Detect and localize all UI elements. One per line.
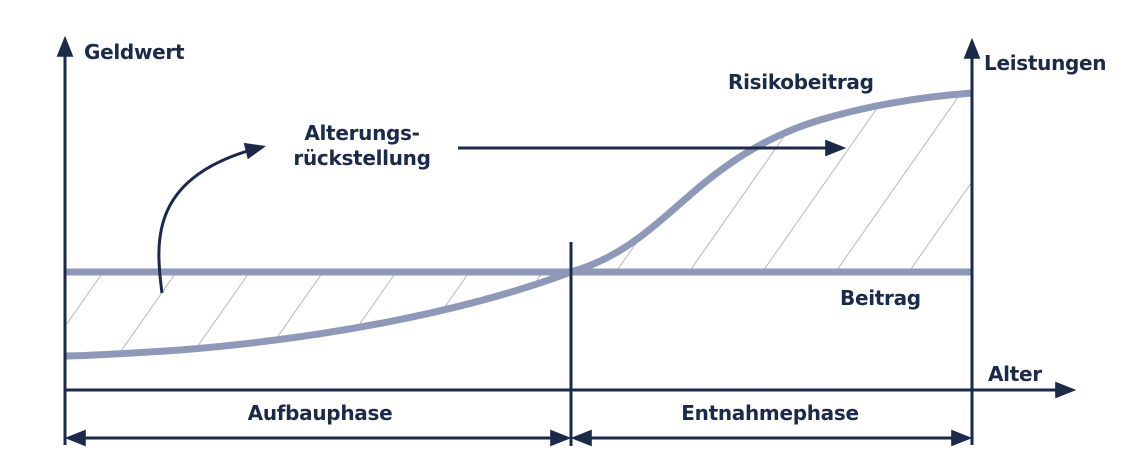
risikobeitrag-curve-lower	[64, 268, 573, 360]
reserve-curved-arrow	[157, 142, 267, 294]
aufbauphase-label: Aufbauphase	[247, 401, 393, 425]
y-axis-right-label: Leistungen	[984, 51, 1107, 75]
alterungsrueckstellung-label-line1: Alterungs-	[304, 121, 420, 145]
y-axis-left-label: Geldwert	[84, 40, 185, 64]
risikobeitrag-label: Risikobeitrag	[728, 70, 874, 94]
entnahmephase-label: Entnahmephase	[681, 401, 859, 425]
beitrag-label: Beitrag	[840, 286, 921, 310]
x-axis-label: Alter	[988, 362, 1042, 386]
alterungsrueckstellung-label-line2: rückstellung	[293, 146, 431, 170]
risikobeitrag-curve-upper	[570, 89, 973, 276]
